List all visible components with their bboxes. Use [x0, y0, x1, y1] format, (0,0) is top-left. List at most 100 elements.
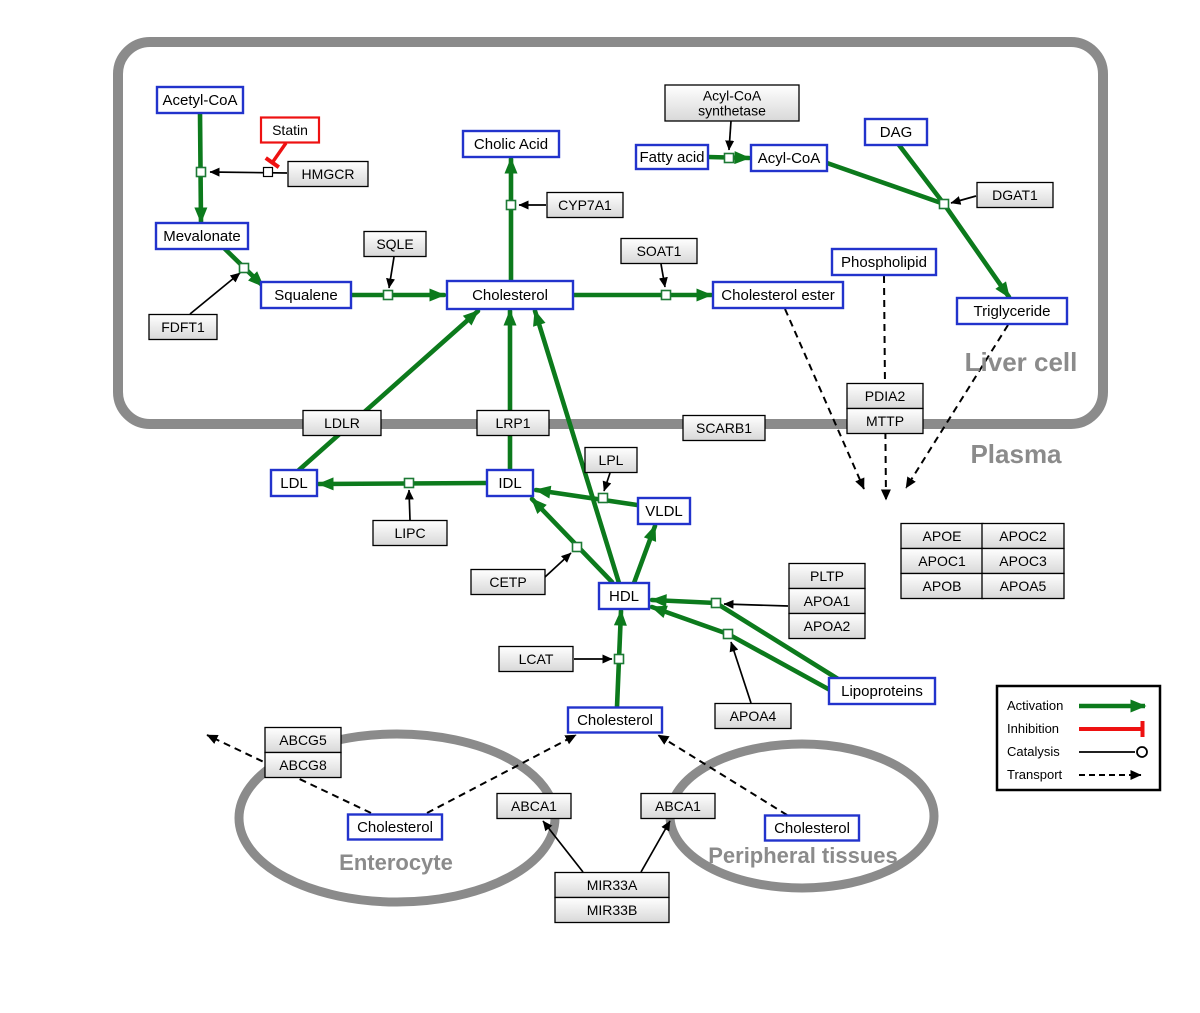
- catalysis-edge-6: [950, 195, 977, 205]
- acyl-coa-box[interactable]: [749, 143, 829, 173]
- apoe-box[interactable]: [900, 522, 984, 550]
- ldl-box[interactable]: [269, 468, 319, 498]
- transport-edge-2: [905, 324, 1009, 489]
- lipc-box[interactable]: [372, 519, 448, 547]
- ldlr-box[interactable]: [302, 409, 382, 437]
- activation-edge-14: [529, 496, 615, 585]
- apob-box[interactable]: [900, 572, 984, 600]
- node-pdia2: PDIA2: [846, 382, 924, 410]
- activation-edge-12: [533, 485, 640, 508]
- legend-catalysis-circle: [1136, 746, 1148, 758]
- node-hdl: HDL: [597, 581, 651, 611]
- cyp7a1-box[interactable]: [546, 191, 624, 219]
- junction-square-13: [262, 166, 274, 178]
- node-cyp7a1: CYP7A1: [546, 191, 624, 219]
- apoa4-label: APOA4: [730, 708, 777, 724]
- node-apoa5: APOA5: [981, 572, 1065, 600]
- node-mir33a: MIR33A: [554, 871, 670, 899]
- mir33a-box[interactable]: [554, 871, 670, 899]
- phospholipid-box[interactable]: [830, 247, 938, 277]
- abca1-enterocyte-box[interactable]: [496, 792, 572, 820]
- sqle-box[interactable]: [363, 230, 427, 258]
- catalysis-edge-9: [544, 552, 572, 578]
- vldl-label: VLDL: [645, 503, 683, 520]
- cetp-box[interactable]: [470, 568, 546, 596]
- phospholipid-label: Phospholipid: [841, 254, 927, 271]
- catalysis-anchor-3: [505, 199, 517, 211]
- acyl-coa-synthetase-box[interactable]: [664, 84, 800, 122]
- mir33b-box[interactable]: [554, 896, 670, 924]
- activation-edge-9: [296, 308, 481, 473]
- apoa2-box[interactable]: [788, 612, 866, 640]
- cholesterol-plasma-box[interactable]: [566, 706, 664, 734]
- scarb1-box[interactable]: [682, 414, 766, 442]
- node-sqle: SQLE: [363, 230, 427, 258]
- lrp1-label: LRP1: [495, 415, 530, 431]
- fdft1-box[interactable]: [148, 313, 218, 341]
- transport-edge-4: [426, 734, 577, 814]
- catalysis-anchor-0: [195, 166, 207, 178]
- idl-box[interactable]: [485, 468, 535, 498]
- mttp-box[interactable]: [846, 407, 924, 435]
- node-acetyl-coa: Acetyl-CoA: [155, 85, 245, 115]
- apoa1-box[interactable]: [788, 587, 866, 615]
- acetyl-coa-box[interactable]: [155, 85, 245, 115]
- dgat1-box[interactable]: [976, 181, 1054, 209]
- apoa5-box[interactable]: [981, 572, 1065, 600]
- legend-label-catalysis: Catalysis: [1007, 744, 1060, 759]
- catalysis-anchor-7: [597, 492, 609, 504]
- apoa4-box[interactable]: [714, 702, 792, 730]
- dag-box[interactable]: [863, 117, 929, 147]
- statin-box[interactable]: [259, 116, 321, 144]
- fatty-acid-box[interactable]: [634, 143, 710, 171]
- lipoproteins-box[interactable]: [827, 676, 937, 706]
- activation-edge-11: [532, 308, 622, 586]
- soat1-box[interactable]: [620, 237, 698, 265]
- cholesterol-peripheral-box[interactable]: [763, 814, 861, 842]
- activation-edge-6: [824, 160, 947, 207]
- node-statin: Statin: [259, 116, 321, 144]
- abca1-peripheral-label: ABCA1: [655, 798, 701, 814]
- apoa2-label: APOA2: [804, 618, 851, 634]
- cetp-label: CETP: [489, 574, 526, 590]
- catalysis-anchor-10: [613, 653, 625, 665]
- vldl-box[interactable]: [636, 496, 692, 526]
- cholesterol-liver-box[interactable]: [445, 279, 575, 311]
- cholic-acid-box[interactable]: [461, 129, 561, 159]
- lpl-box[interactable]: [584, 446, 638, 474]
- apoc2-box[interactable]: [981, 522, 1065, 550]
- catalysis-anchor-12: [722, 628, 734, 640]
- node-apoa2: APOA2: [788, 612, 866, 640]
- node-lipc: LIPC: [372, 519, 448, 547]
- acetyl-coa-label: Acetyl-CoA: [162, 92, 237, 109]
- peripheral-tissues-label: Peripheral tissues: [708, 843, 898, 868]
- node-lcat: LCAT: [498, 645, 574, 673]
- node-ldlr: LDLR: [302, 409, 382, 437]
- node-scarb1: SCARB1: [682, 414, 766, 442]
- cholesterol-ester-box[interactable]: [711, 280, 845, 310]
- hmgcr-box[interactable]: [287, 160, 369, 188]
- idl-label: IDL: [498, 475, 521, 492]
- node-dgat1: DGAT1: [976, 181, 1054, 209]
- triglyceride-box[interactable]: [955, 296, 1069, 326]
- cholesterol-enterocyte-box[interactable]: [346, 813, 444, 841]
- cholic-acid-label: Cholic Acid: [474, 136, 548, 153]
- lrp1-box[interactable]: [476, 409, 550, 437]
- apoc1-box[interactable]: [900, 547, 984, 575]
- cholesterol-plasma-label: Cholesterol: [577, 712, 653, 729]
- abca1-peripheral-box[interactable]: [640, 792, 716, 820]
- activation-edge-8: [941, 201, 1012, 300]
- squalene-box[interactable]: [259, 280, 353, 310]
- pdia2-label: PDIA2: [865, 388, 906, 404]
- hdl-box[interactable]: [597, 581, 651, 611]
- mttp-label: MTTP: [866, 413, 904, 429]
- enterocyte-label: Enterocyte: [339, 850, 453, 875]
- node-apoc3: APOC3: [981, 547, 1065, 575]
- dag-label: DAG: [880, 124, 913, 141]
- abcg8-box[interactable]: [264, 751, 342, 779]
- lcat-box[interactable]: [498, 645, 574, 673]
- mevalonate-box[interactable]: [154, 221, 250, 251]
- abcg5-box[interactable]: [264, 726, 342, 754]
